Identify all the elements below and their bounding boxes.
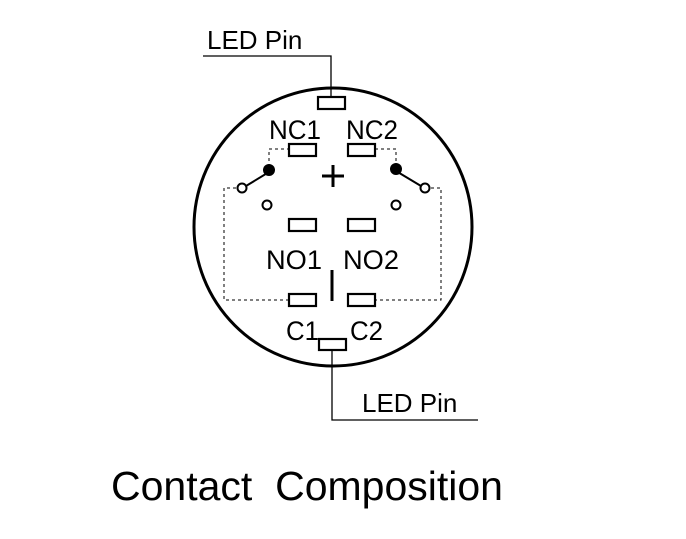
- led-pin-top-pad: [316, 95, 347, 111]
- diagram-caption: Contact Composition: [111, 463, 503, 509]
- no1-pad: [287, 217, 318, 233]
- nc1-pad: [287, 142, 318, 158]
- nc1-label: NC1: [269, 115, 321, 145]
- left-switch-wiring: [223, 148, 289, 301]
- no2-pad: [346, 217, 377, 233]
- c2-pad: [346, 292, 377, 308]
- plus-sign-icon: [322, 165, 344, 187]
- c1-label: C1: [286, 316, 319, 346]
- c1-pad: [287, 292, 318, 308]
- led-pin-bottom-pad: [317, 337, 348, 352]
- c2-label: C2: [350, 316, 383, 346]
- right-switch-wiring: [375, 148, 442, 301]
- led-pin-bottom-label: LED Pin: [362, 388, 457, 418]
- led-pin-top-leader: [203, 55, 332, 98]
- right-switch-symbol: [390, 163, 431, 211]
- led-pin-top-label: LED Pin: [207, 25, 302, 55]
- led-pin-bottom-leader: [331, 350, 478, 421]
- nc2-pad: [346, 142, 377, 158]
- no2-label: NO2: [343, 245, 399, 275]
- no1-label: NO1: [266, 245, 322, 275]
- switch-body-circle: [192, 86, 474, 368]
- nc2-label: NC2: [346, 115, 398, 145]
- left-switch-symbol: [236, 164, 275, 211]
